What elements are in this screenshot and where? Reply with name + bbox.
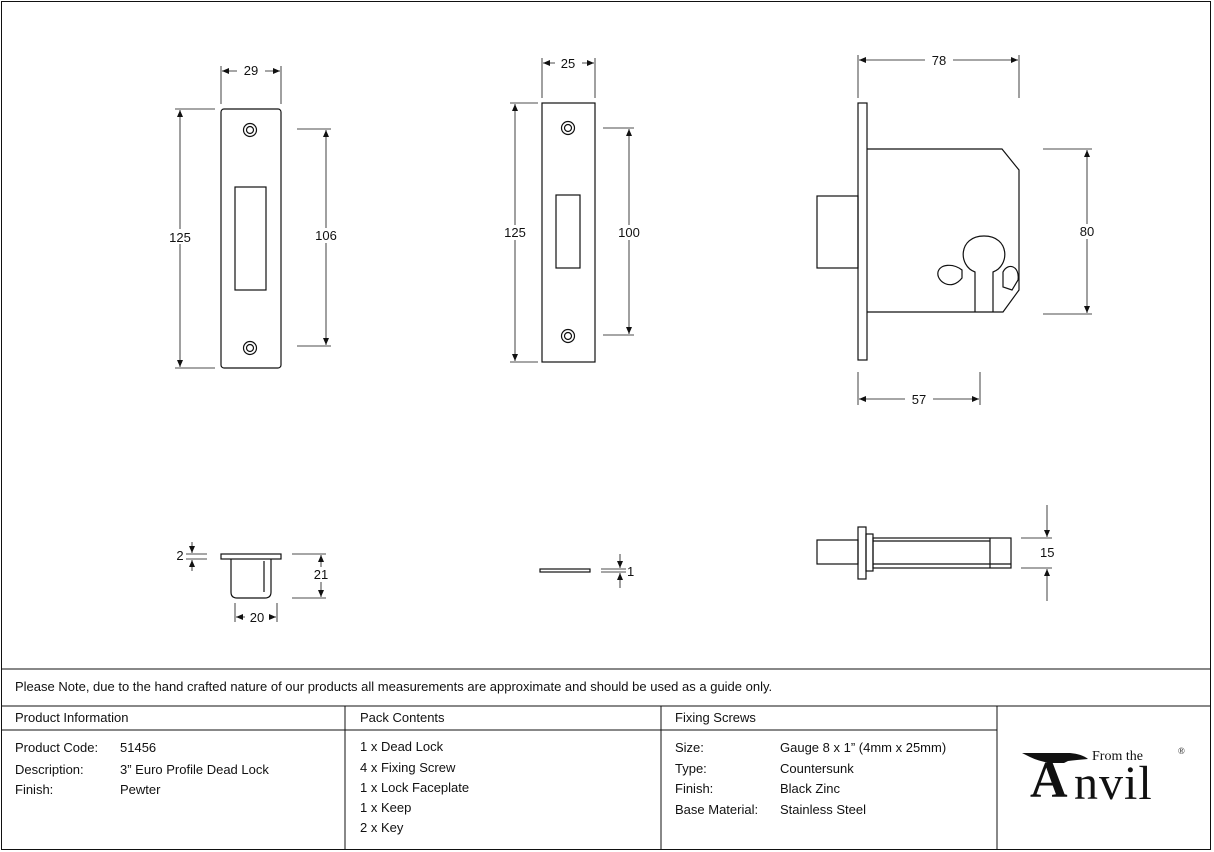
description-value: 3” Euro Profile Dead Lock: [120, 762, 269, 777]
lock-body-side-view: [816, 55, 1092, 405]
lock-width-label: 78: [932, 53, 946, 68]
screw-size-label: Size:: [675, 740, 704, 755]
finish-label: Finish:: [15, 782, 54, 797]
keep-centres-label: 100: [618, 225, 640, 240]
screw-finish-value: Black Zinc: [780, 781, 840, 796]
faceplate-thickness-label: 1: [627, 564, 634, 579]
faceplate-front-view: [175, 66, 331, 369]
faceplate-side-view: [539, 554, 626, 588]
screw-material-value: Stainless Steel: [780, 802, 866, 817]
logo-initial: A: [1030, 752, 1068, 809]
screw-type-value: Countersunk: [780, 761, 854, 776]
logo-from-text: From the: [1092, 749, 1143, 764]
product-code-label: Product Code:: [15, 740, 99, 755]
logo-wordmark: nvil: [1074, 757, 1153, 810]
faceplate-height-label: 125: [169, 230, 191, 245]
keep-front-view: [510, 58, 634, 363]
faceplate-centres-label: 106: [315, 228, 337, 243]
logo-registered-mark: ®: [1178, 746, 1185, 756]
screw-size-value: Gauge 8 x 1” (4mm x 25mm): [780, 740, 947, 755]
screw-material-label: Base Material:: [675, 802, 759, 817]
lock-top-view: [816, 505, 1052, 601]
pack-item: 2 x Key: [360, 820, 404, 835]
lock-height-label: 80: [1080, 224, 1094, 239]
lock-backset-label: 57: [912, 392, 926, 407]
keep-side-view: [186, 542, 326, 622]
description-label: Description:: [15, 762, 84, 777]
product-info-heading: Product Information: [15, 710, 129, 725]
anvil-icon: [1022, 753, 1088, 763]
keep-lip-label: 2: [176, 548, 183, 563]
pack-item: 1 x Lock Faceplate: [360, 780, 470, 795]
fixing-screws-heading: Fixing Screws: [675, 710, 756, 725]
keep-height-label: 125: [504, 225, 526, 240]
pack-item: 1 x Keep: [360, 800, 412, 815]
measurement-note: Please Note, due to the hand crafted nat…: [15, 679, 773, 694]
pack-contents-heading: Pack Contents: [360, 710, 445, 725]
product-code-value: 51456: [120, 740, 157, 755]
pack-item: 1 x Dead Lock: [360, 739, 444, 754]
screw-finish-label: Finish:: [675, 781, 714, 796]
lock-depth-label: 15: [1040, 545, 1054, 560]
keep-width-label: 25: [561, 56, 575, 71]
keep-depth-label: 21: [314, 567, 328, 582]
keep-side-width-label: 20: [250, 610, 264, 625]
faceplate-width-label: 29: [244, 63, 258, 78]
pack-item: 4 x Fixing Screw: [360, 760, 456, 775]
finish-value: Pewter: [120, 782, 161, 797]
screw-type-label: Type:: [675, 761, 707, 776]
